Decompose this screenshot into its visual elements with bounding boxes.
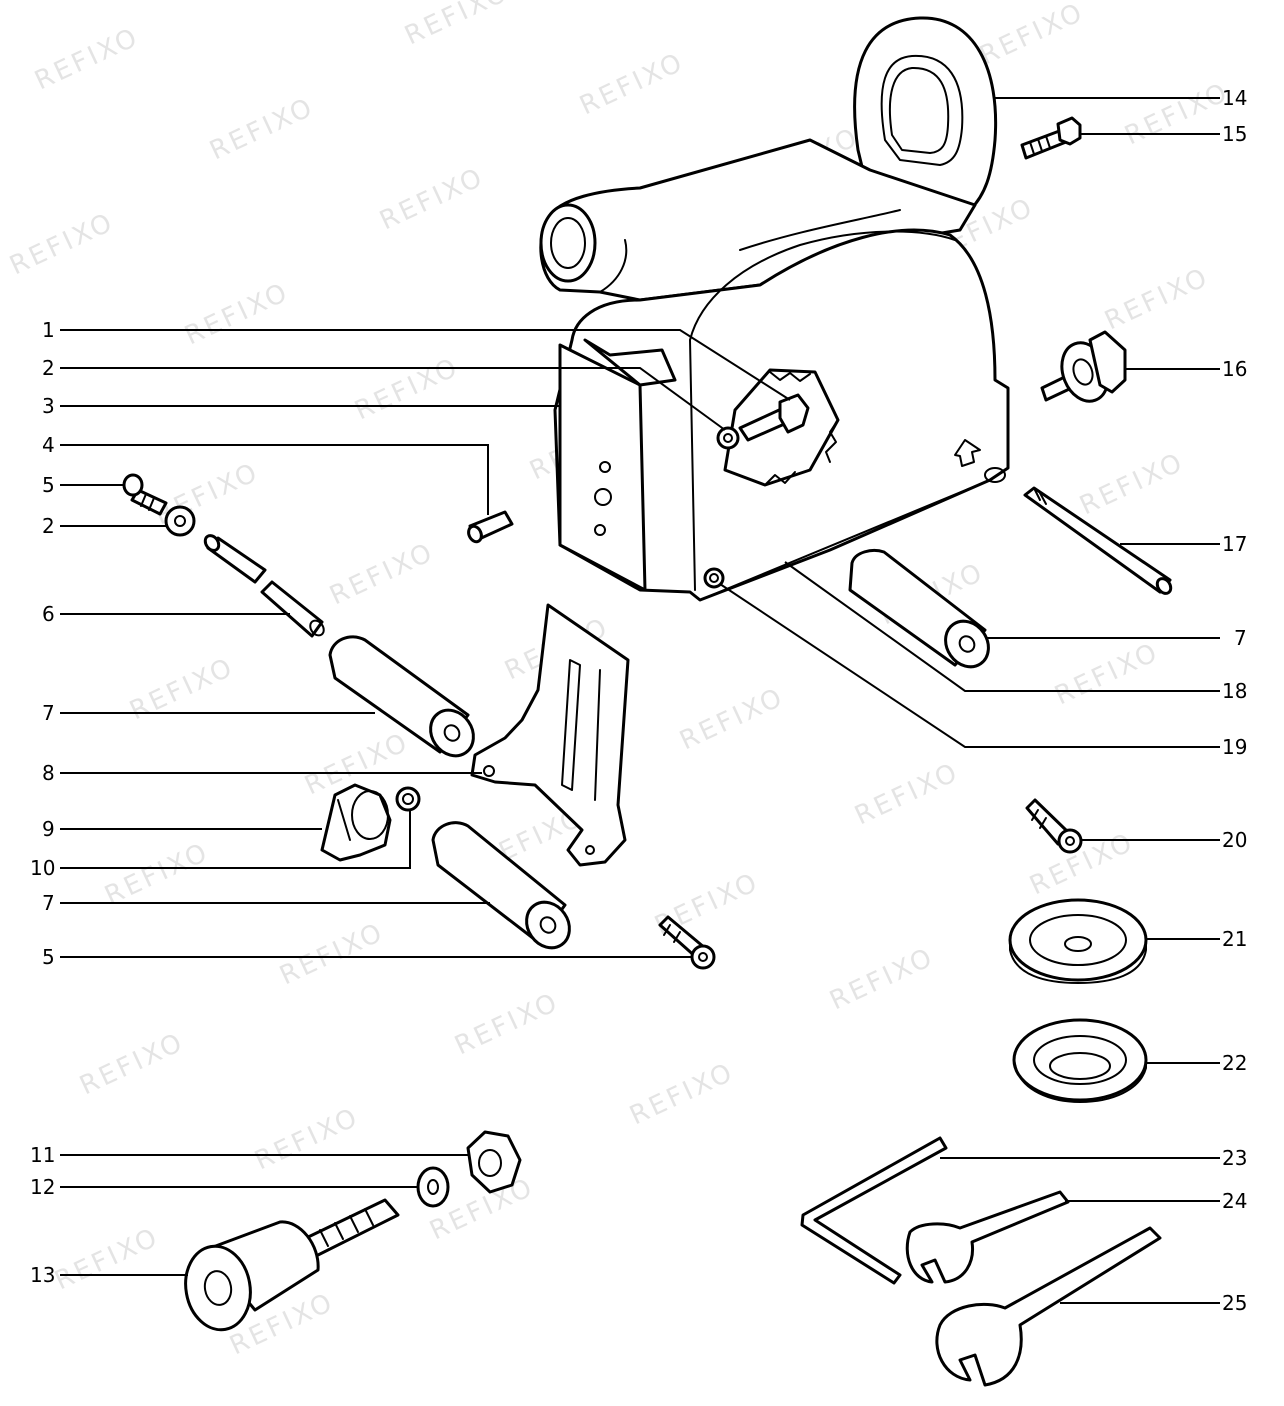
part-cylinder-7-upper [328,635,475,758]
callout-15: 15 [1222,122,1247,146]
part-clip-10 [395,786,421,812]
part-washer-2-left [164,505,196,537]
watermark: REFIXO [75,1027,189,1101]
callout-25: 25 [1222,1291,1247,1315]
callout-5: 5 [42,473,55,497]
part-screw-5-upper [122,473,168,516]
part-flange-21 [1008,898,1148,984]
part-handle-loop [853,16,998,227]
callout-13: 13 [30,1263,55,1287]
callout-1: 1 [42,318,55,342]
leader-4 [60,444,489,515]
callout-7: 7 [42,891,55,915]
watermark: REFIXO [205,92,319,166]
leader-10 [60,810,411,869]
part-washer-2-left-hole [174,515,186,527]
part-split-pins-6 [203,534,325,638]
part-clip-10-hole [402,793,414,805]
callout-23: 23 [1222,1146,1247,1170]
callout-16: 16 [1222,357,1247,381]
callout-4: 4 [42,433,55,457]
callout-7: 7 [42,701,55,725]
watermark: REFIXO [575,47,689,121]
part-main-housing [539,138,1010,602]
part-bushing-13 [184,1198,400,1332]
leader-2 [60,367,726,431]
callout-20: 20 [1222,828,1247,852]
callout-17: 17 [1222,532,1247,556]
watermark: REFIXO [100,837,214,911]
callout-19: 19 [1222,735,1247,759]
watermark: REFIXO [375,162,489,236]
callout-8: 8 [42,761,55,785]
watermark: REFIXO [975,0,1089,71]
part-knob-9 [320,783,392,862]
callout-7: 7 [1234,626,1247,650]
callout-10: 10 [30,856,55,880]
callout-22: 22 [1222,1051,1247,1075]
part-bracket-8 [470,603,630,867]
callout-21: 21 [1222,927,1247,951]
watermark: REFIXO [1120,77,1234,151]
watermark: REFIXO [1025,827,1139,901]
callout-14: 14 [1222,86,1247,110]
part-cylinder-7-right [848,548,990,669]
part-pin-17 [1023,486,1173,595]
part-bolt-1 [738,393,810,442]
watermark: REFIXO [180,277,294,351]
callouts-right: 14 15 16 17 7 18 19 20 21 22 23 24 25 [1222,86,1247,1315]
watermark: REFIXO [625,1057,739,1131]
watermark: REFIXO [250,1102,364,1176]
leader-18 [784,561,1220,692]
part-flange-22 [1012,1018,1148,1103]
watermark: REFIXO [325,537,439,611]
part-small-pin-4 [467,510,514,544]
watermark: REFIXO [30,22,144,96]
callouts-left: 1 2 3 4 5 2 6 7 8 9 10 7 5 11 12 13 [30,318,55,1287]
part-washer-12 [416,1166,450,1208]
callout-3: 3 [42,394,55,418]
watermark: REFIXO [5,207,119,281]
callout-2: 2 [42,356,55,380]
part-screw-5-lower [658,915,716,970]
part-set-screw-19 [703,567,725,589]
part-screw-20 [1025,798,1083,854]
watermark: REFIXO [825,942,939,1016]
leader-lines [60,97,1220,1304]
part-hex-nut-11 [466,1130,522,1194]
part-washer-2-hole [723,433,733,443]
callout-6: 6 [42,602,55,626]
part-washer-2 [716,426,740,450]
watermark: REFIXO [1100,262,1214,336]
watermark: REFIXO [400,0,514,51]
callout-18: 18 [1222,679,1247,703]
callout-9: 9 [42,817,55,841]
callout-24: 24 [1222,1189,1247,1213]
watermark: REFIXO [450,987,564,1061]
watermark: REFIXO [275,917,389,991]
watermark: REFIXO [50,1222,164,1296]
part-wrench-24 [905,1190,1070,1284]
watermark: REFIXO [675,682,789,756]
leader-19 [719,583,1220,748]
part-knob-16 [1040,330,1127,403]
watermark: REFIXO [125,652,239,726]
callout-5: 5 [42,945,55,969]
leader-1 [60,329,791,401]
part-wrench-25 [935,1226,1162,1387]
callout-12: 12 [30,1175,55,1199]
watermark: REFIXO [350,352,464,426]
callout-2: 2 [42,514,55,538]
callout-11: 11 [30,1143,55,1167]
watermark: REFIXO [850,757,964,831]
part-washer-12-hole [427,1179,439,1195]
part-hex-key-23 [800,1136,948,1285]
watermark: REFIXO [1075,447,1189,521]
part-set-screw-19-hole [709,573,719,583]
part-screw-15 [1020,116,1082,160]
watermark: REFIXO [1050,637,1164,711]
part-cylinder-7-lower [431,821,571,950]
